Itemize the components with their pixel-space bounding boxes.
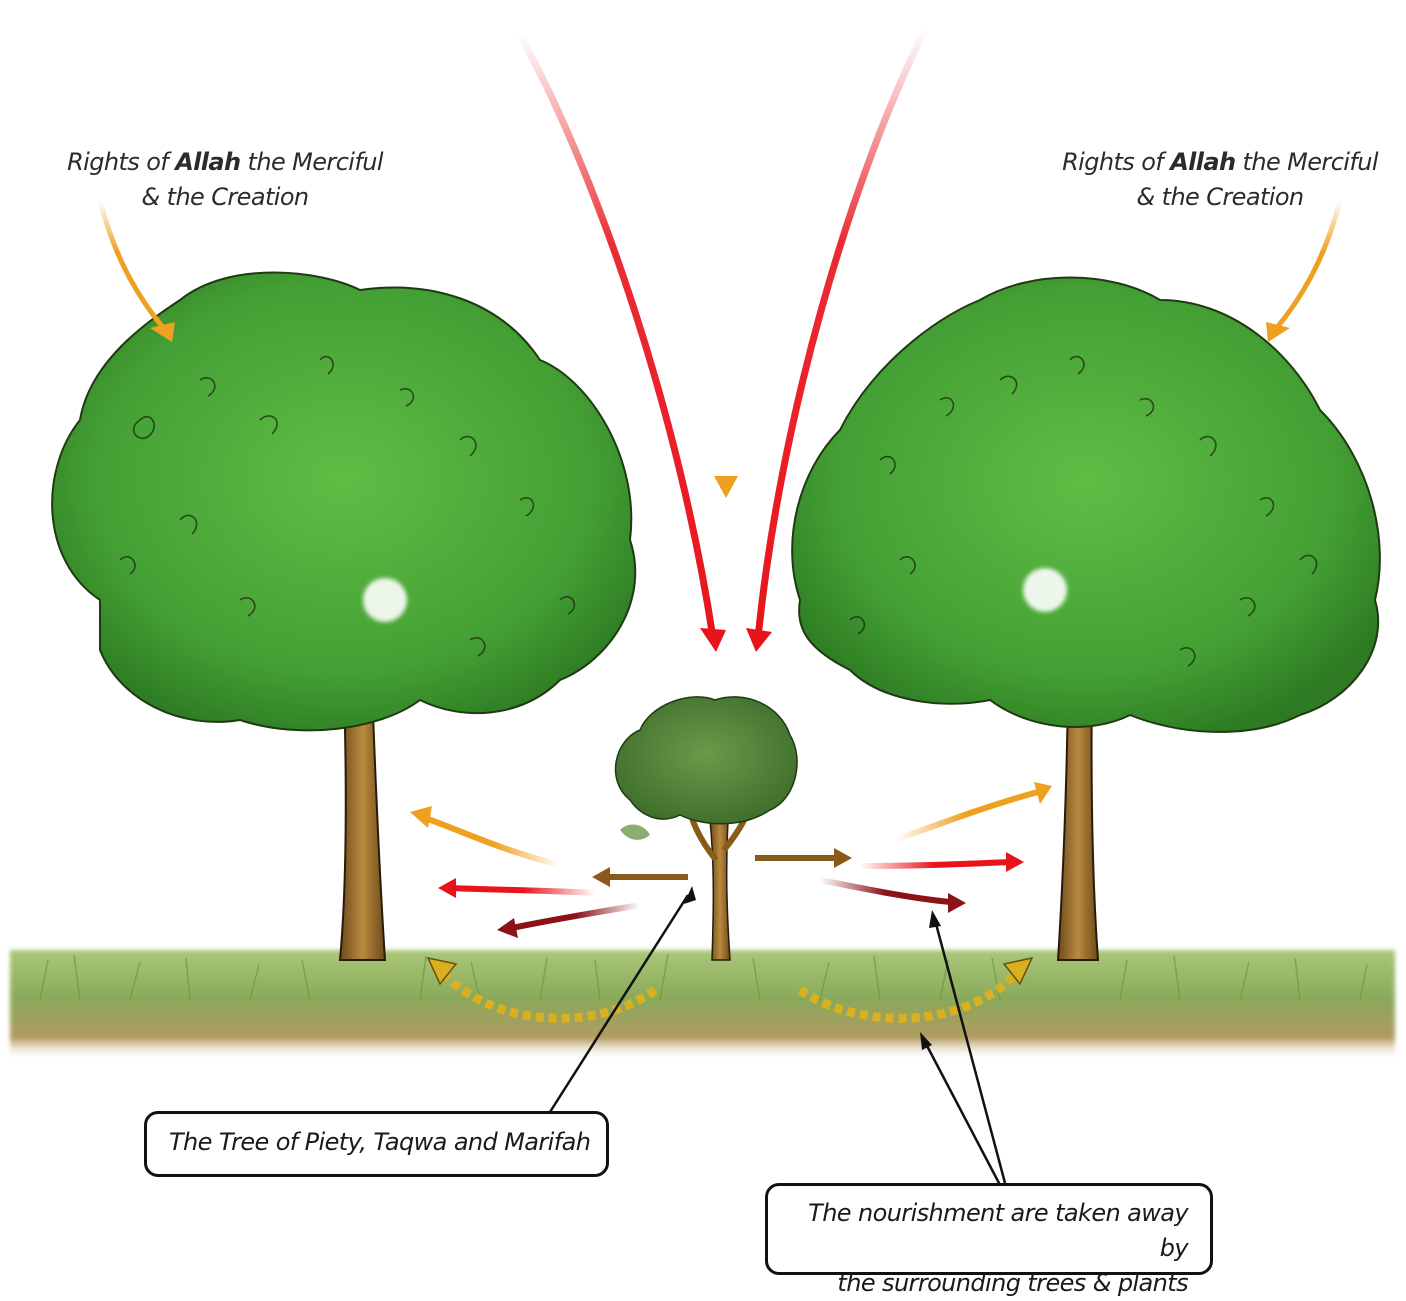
left-caption-line2: & the Creation <box>141 183 308 211</box>
right-caption-line2: & the Creation <box>1136 183 1303 211</box>
tree-of-piety-callout: The Tree of Piety, Taqwa and Marifah <box>144 1111 609 1177</box>
right-caption: Rights of Allah the Merciful & the Creat… <box>1045 145 1395 215</box>
red-arrow-left-out <box>438 878 595 898</box>
orange-arrow-right-caption <box>1266 200 1340 342</box>
red-arrow-right-out <box>860 852 1024 872</box>
left-caption-prefix: Rights of <box>67 148 175 176</box>
left-tree <box>52 273 635 961</box>
tree-of-piety-label: The Tree of Piety, Taqwa and Marifah <box>169 1128 590 1156</box>
nourishment-line1: The nourishment are taken away by <box>808 1199 1188 1262</box>
ground-grass <box>10 950 1395 1060</box>
nourishment-callout: The nourishment are taken away by the su… <box>765 1183 1213 1275</box>
nourishment-line2: the surrounding trees & plants <box>837 1269 1188 1297</box>
orange-arrow-right-out <box>895 782 1052 840</box>
right-tree <box>792 278 1380 961</box>
orange-arrow-left-out <box>410 806 560 865</box>
right-caption-emph: Allah <box>1170 148 1235 176</box>
left-caption-suffix: the Merciful <box>241 148 383 176</box>
left-caption-emph: Allah <box>175 148 240 176</box>
brown-arrow-right-out <box>755 848 852 868</box>
dark-red-arrow-left-out <box>497 905 640 938</box>
orange-arrow-top-center <box>714 110 738 498</box>
dark-red-arrow-right-out <box>820 880 966 913</box>
right-caption-prefix: Rights of <box>1062 148 1170 176</box>
brown-arrow-left-out <box>592 867 688 887</box>
right-caption-suffix: the Merciful <box>1236 148 1378 176</box>
small-center-tree <box>616 697 798 960</box>
left-caption: Rights of Allah the Merciful & the Creat… <box>50 145 400 215</box>
